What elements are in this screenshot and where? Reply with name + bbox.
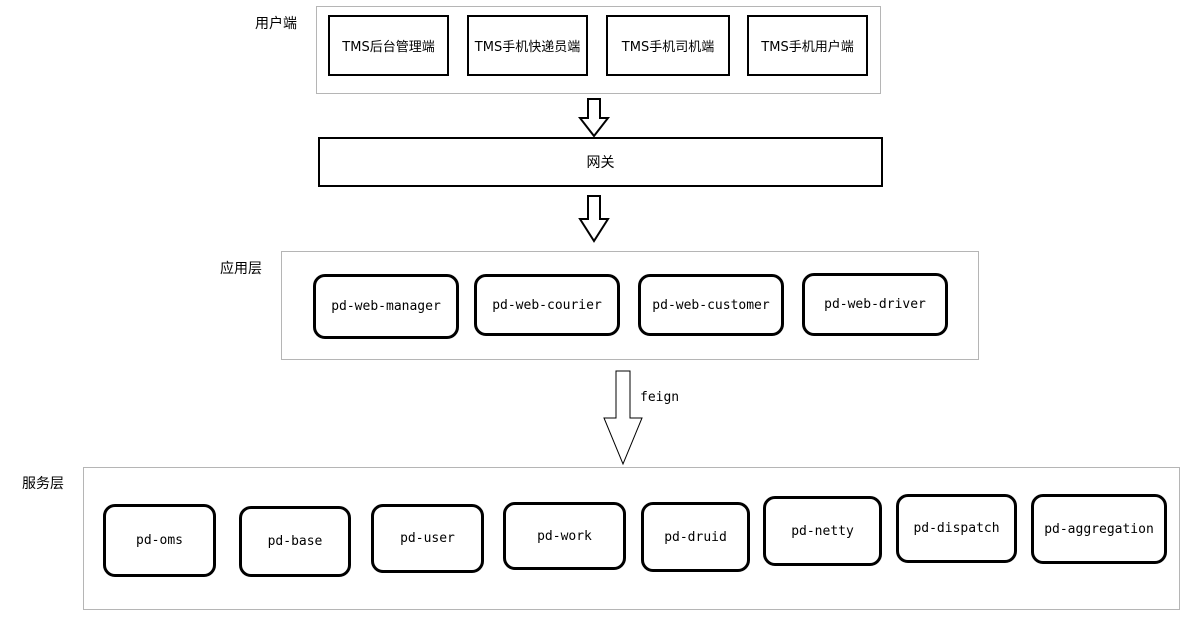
module-pd-web-courier: pd-web-courier (474, 274, 620, 336)
module-pd-aggregation: pd-aggregation (1031, 494, 1167, 564)
module-pd-web-manager: pd-web-manager (313, 274, 459, 339)
arrow-down-icon (578, 195, 610, 243)
client-tms-courier: TMS手机快递员端 (467, 15, 588, 76)
module-pd-user: pd-user (371, 504, 484, 573)
feign-label: feign (640, 390, 680, 405)
client-tms-user: TMS手机用户端 (747, 15, 868, 76)
module-pd-web-driver: pd-web-driver (802, 273, 948, 336)
module-pd-work: pd-work (503, 502, 626, 570)
module-pd-druid: pd-druid (641, 502, 750, 572)
client-tms-admin: TMS后台管理端 (328, 15, 449, 76)
module-pd-dispatch: pd-dispatch (896, 494, 1017, 563)
user-layer-group (316, 6, 881, 94)
app-layer-group (281, 251, 979, 360)
user-layer-label: 用户端 (255, 16, 297, 32)
service-layer-group (83, 467, 1180, 610)
gateway-box: 网关 (318, 137, 883, 187)
module-pd-base: pd-base (239, 506, 351, 577)
module-pd-netty: pd-netty (763, 496, 882, 566)
app-layer-label: 应用层 (220, 261, 262, 277)
module-pd-oms: pd-oms (103, 504, 216, 577)
module-pd-web-customer: pd-web-customer (638, 274, 784, 336)
client-tms-driver: TMS手机司机端 (606, 15, 730, 76)
arrow-down-icon (578, 98, 610, 138)
service-layer-label: 服务层 (22, 476, 64, 492)
feign-arrow-icon (603, 370, 643, 466)
